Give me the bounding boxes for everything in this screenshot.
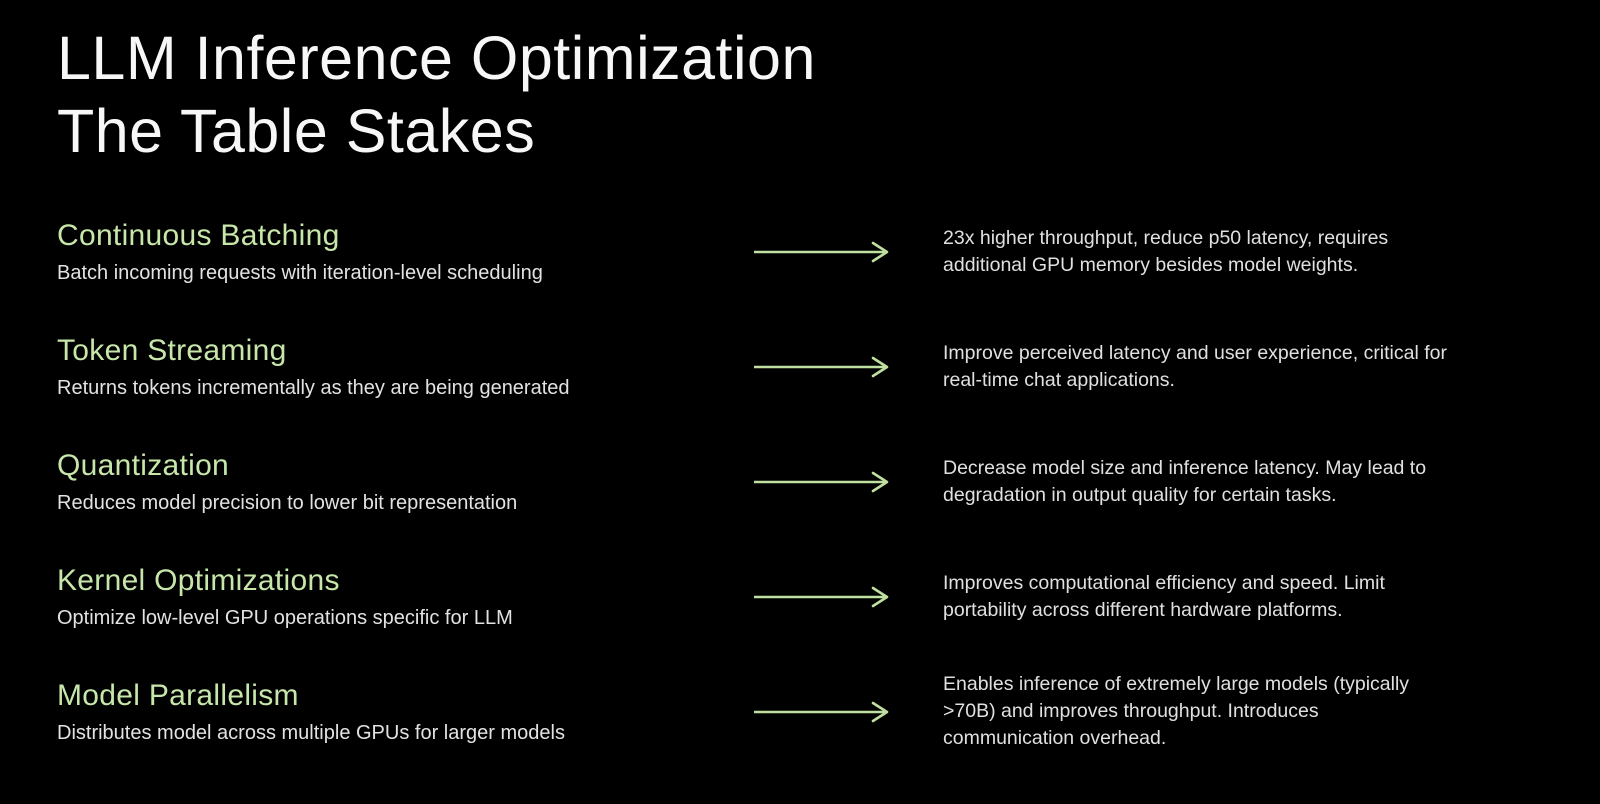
row-subtitle: Distributes model across multiple GPUs f… — [57, 721, 565, 744]
row-heading: Continuous Batching — [57, 218, 340, 252]
row-token-streaming: Token Streaming Returns tokens increment… — [57, 320, 1570, 413]
page-title: LLM Inference Optimization The Table Sta… — [57, 22, 816, 168]
row-heading: Model Parallelism — [57, 678, 299, 712]
row-left: Kernel Optimizations Optimize low-level … — [57, 563, 753, 631]
row-description: Decrease model size and inference latenc… — [943, 456, 1427, 506]
row-left: Quantization Reduces model precision to … — [57, 448, 753, 516]
row-left: Continuous Batching Batch incoming reque… — [57, 218, 753, 286]
row-description: Enables inference of extremely large mod… — [943, 673, 1410, 749]
row-subtitle: Reduces model precision to lower bit rep… — [57, 491, 518, 514]
right-arrow-icon — [753, 470, 943, 494]
row-heading: Token Streaming — [57, 333, 287, 367]
row-subtitle: Optimize low-level GPU operations specif… — [57, 606, 513, 629]
row-kernel-optimizations: Kernel Optimizations Optimize low-level … — [57, 550, 1570, 643]
right-arrow-icon — [753, 585, 943, 609]
row-left: Token Streaming Returns tokens increment… — [57, 333, 753, 401]
row-left: Model Parallelism Distributes model acro… — [57, 678, 753, 746]
row-continuous-batching: Continuous Batching Batch incoming reque… — [57, 205, 1570, 298]
row-heading: Kernel Optimizations — [57, 563, 340, 597]
right-arrow-icon — [753, 355, 943, 379]
row-description: Improves computational efficiency and sp… — [943, 571, 1385, 621]
right-arrow-icon — [753, 240, 943, 264]
row-model-parallelism: Model Parallelism Distributes model acro… — [57, 665, 1570, 758]
row-subtitle: Returns tokens incrementally as they are… — [57, 376, 570, 399]
title-line-1: LLM Inference Optimization — [57, 24, 816, 92]
row-description: 23x higher throughput, reduce p50 latenc… — [943, 226, 1389, 276]
row-heading: Quantization — [57, 448, 230, 482]
row-description: Improve perceived latency and user exper… — [943, 341, 1447, 391]
optimization-list: Continuous Batching Batch incoming reque… — [57, 205, 1570, 780]
right-arrow-icon — [753, 700, 943, 724]
row-subtitle: Batch incoming requests with iteration-l… — [57, 261, 543, 284]
row-quantization: Quantization Reduces model precision to … — [57, 435, 1570, 528]
title-line-2: The Table Stakes — [57, 97, 536, 166]
